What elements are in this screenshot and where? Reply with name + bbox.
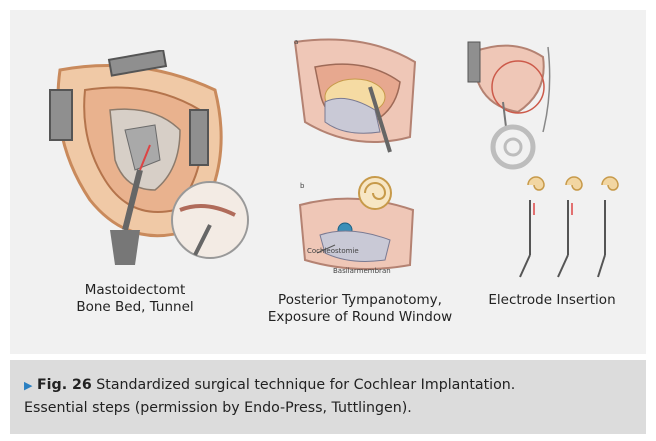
electrode-illustration-bottom: [510, 175, 630, 285]
tympanotomy-illustration-bottom: [295, 175, 420, 280]
mastoidectomy-illustration: [40, 50, 250, 275]
panel-label-line: Bone Bed, Tunnel: [50, 299, 220, 316]
tympanotomy-illustration-top: [285, 32, 425, 162]
panel-letter-a: a: [294, 38, 298, 46]
figure-panel: a b Cochleostomie Basilarmembran: [10, 10, 646, 354]
figure-caption: ▶ Fig. 26 Standardized surgical techniqu…: [24, 374, 634, 419]
electrode-illustration-top: [458, 32, 568, 172]
annotation-cochleostomy: Cochleostomie: [307, 247, 359, 255]
annotation-basilar: Basilarmembran: [333, 267, 391, 275]
caption-text-line1: Standardized surgical technique for Coch…: [92, 377, 515, 393]
panel-label-line: Posterior Tympanotomy,: [255, 292, 465, 309]
panel-letter-b: b: [300, 182, 304, 190]
panel-label-mastoidectomy: Mastoidectomt Bone Bed, Tunnel: [50, 282, 220, 316]
caption-text-line2: Essential steps (permission by Endo-Pres…: [24, 400, 412, 416]
figure-number: Fig. 26: [37, 377, 92, 393]
panel-label-line: Mastoidectomt: [50, 282, 220, 299]
caption-panel: ▶ Fig. 26 Standardized surgical techniqu…: [10, 360, 646, 434]
panel-label-line: Exposure of Round Window: [255, 309, 465, 326]
panel-label-line: Electrode Insertion: [472, 292, 632, 309]
panel-label-tympanotomy: Posterior Tympanotomy, Exposure of Round…: [255, 292, 465, 326]
panel-label-electrode: Electrode Insertion: [472, 292, 632, 309]
